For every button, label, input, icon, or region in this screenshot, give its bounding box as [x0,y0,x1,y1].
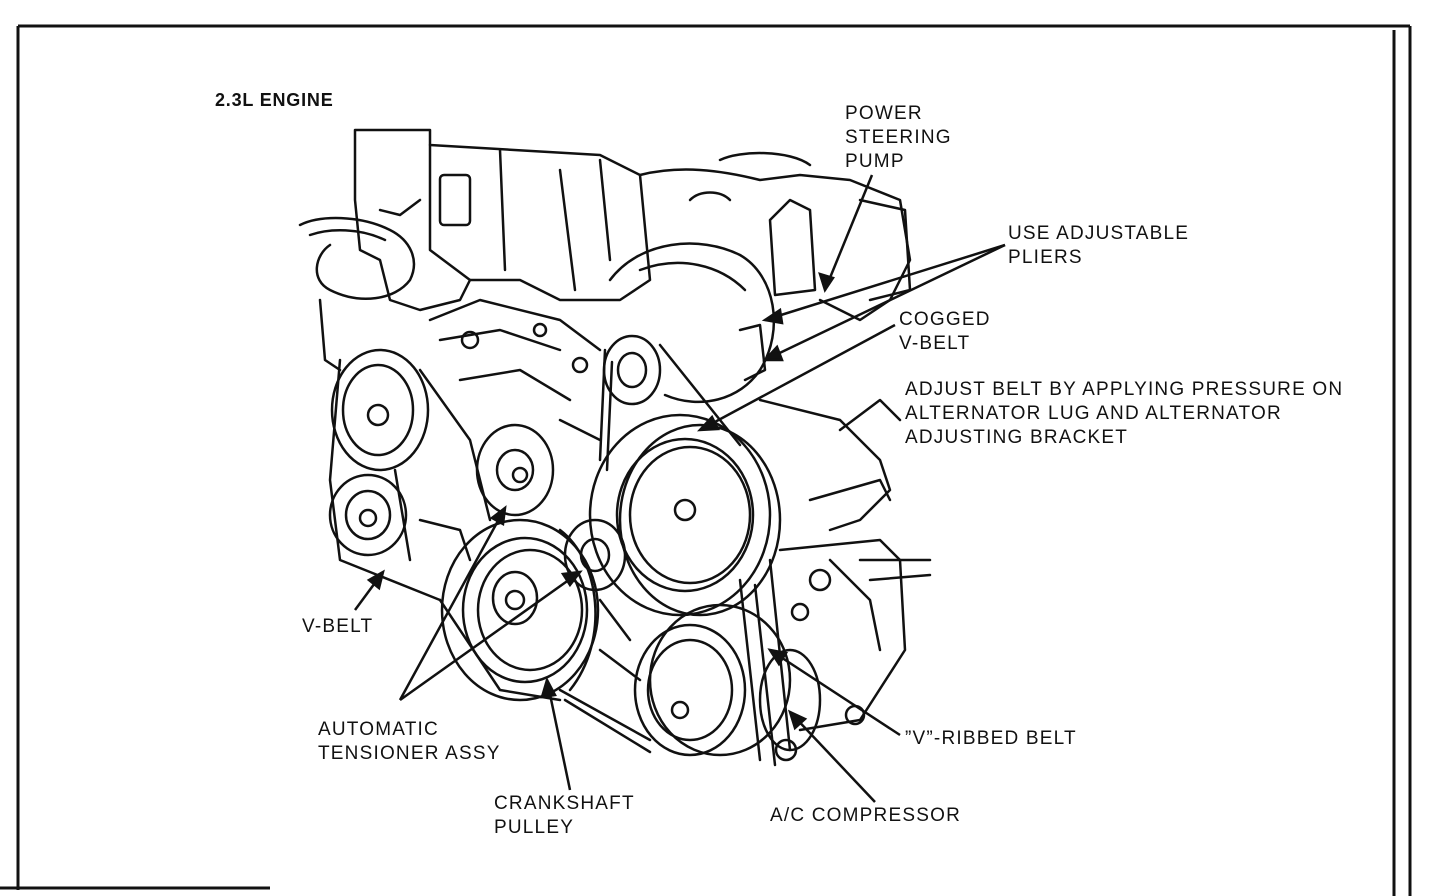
label-adjust-belt-note: ADJUST BELT BY APPLYING PRESSURE ON ALTE… [905,379,1344,448]
leader-lines [353,174,1006,803]
label-automatic-tensioner-assy: AUTOMATIC TENSIONER ASSY [318,719,501,764]
page-border [0,24,1412,896]
diagram-title: 2.3L ENGINE [215,90,334,110]
engine-illustration [298,128,932,767]
label-v-belt: V-BELT [302,616,374,637]
label-crankshaft-pulley: CRANKSHAFT PULLEY [494,793,635,838]
label-use-adjustable-pliers: USE ADJUSTABLE PLIERS [1008,223,1190,268]
label-cogged-v-belt: COGGED V-BELT [899,309,991,354]
label-power-steering-pump: POWER STEERING PUMP [845,103,952,172]
label-v-ribbed-belt: ”V”-RIBBED BELT [905,728,1077,749]
label-ac-compressor: A/C COMPRESSOR [770,805,961,826]
